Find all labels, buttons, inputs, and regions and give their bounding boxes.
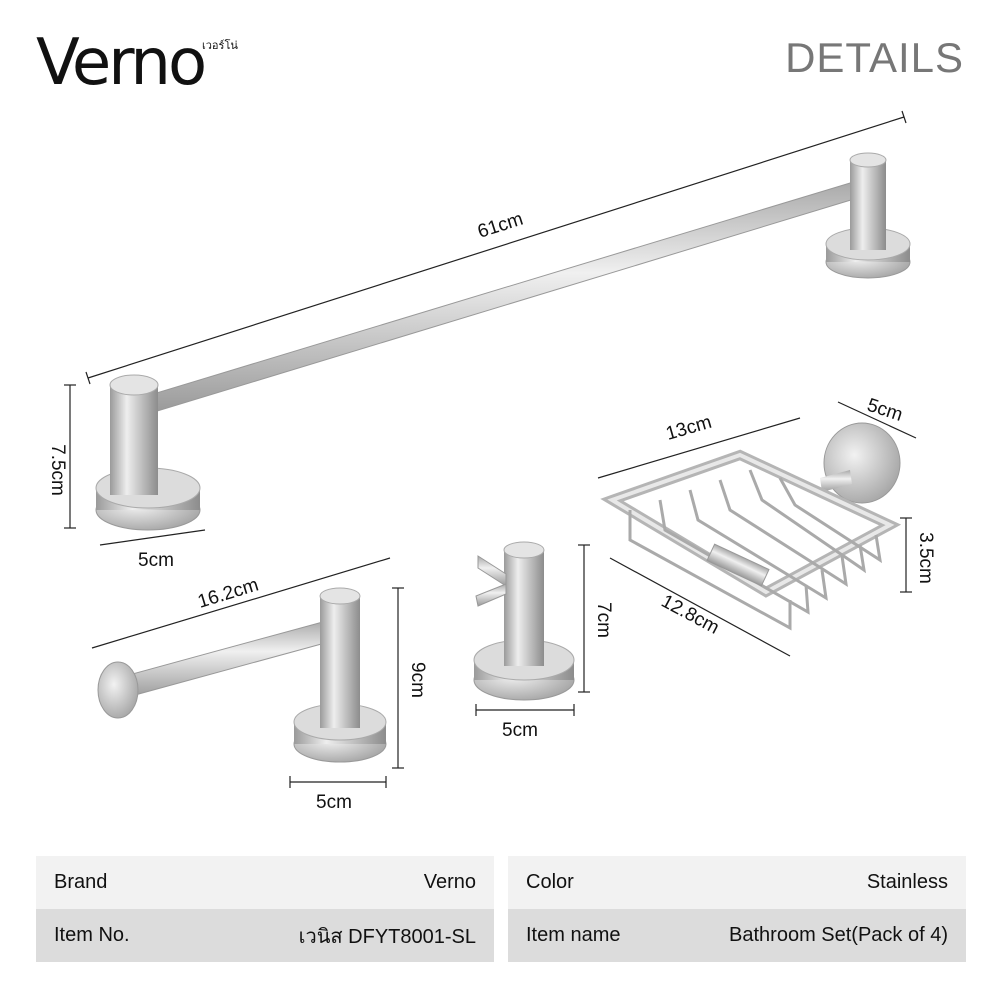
soap-dish-width-label: 13cm: [664, 412, 714, 445]
towel-bar: [95, 152, 911, 531]
spec-row-item-no: Item No. เวนิส DFYT8001-SL: [36, 909, 494, 962]
soap-dish: [600, 422, 902, 631]
spec-value: Stainless: [866, 871, 948, 893]
spec-row-item-name: Item name Bathroom Set(Pack of 4): [508, 909, 966, 962]
soap-dish-height-label: 3.5cm: [915, 532, 936, 584]
spec-table-right: Color Stainless Item name Bathroom Set(P…: [508, 856, 966, 962]
spec-label: Brand: [54, 871, 108, 893]
spec-label: Item name: [526, 924, 621, 946]
logo-wordmark: Verno: [36, 26, 207, 100]
logo-thai-text: เวอร์โน่: [202, 40, 238, 52]
page-title: DETAILS: [785, 34, 964, 81]
spec-value: เวนิส DFYT8001-SL: [298, 925, 476, 948]
spec-row-color: Color Stainless: [508, 856, 966, 909]
soap-dish-mount-label: 5cm: [864, 395, 905, 426]
towel-bar-height-label: 7.5cm: [47, 444, 68, 496]
robe-hook: [473, 541, 575, 701]
hook-height-label: 7cm: [593, 602, 614, 638]
paper-holder-base-label: 5cm: [316, 792, 352, 813]
towel-bar-length-label: 61cm: [475, 209, 526, 243]
spec-label: Item No.: [54, 924, 130, 946]
spec-table-left: Brand Verno Item No. เวนิส DFYT8001-SL: [36, 856, 494, 962]
paper-holder: [97, 587, 387, 763]
spec-value: Bathroom Set(Pack of 4): [729, 924, 948, 946]
soap-dish-depth-label: 12.8cm: [658, 591, 723, 639]
towel-bar-base-label: 5cm: [138, 550, 174, 571]
brand-logo: Verno เวอร์โน่: [36, 28, 266, 98]
spec-label: Color: [526, 871, 574, 893]
paper-holder-height-label: 9cm: [407, 662, 428, 698]
hook-base-label: 5cm: [502, 720, 538, 741]
spec-row-brand: Brand Verno: [36, 856, 494, 909]
spec-value: Verno: [423, 871, 476, 893]
product-illustration: 61cm 7.5cm 5cm 13cm 5cm 3.5cm 12.8cm: [47, 110, 936, 813]
